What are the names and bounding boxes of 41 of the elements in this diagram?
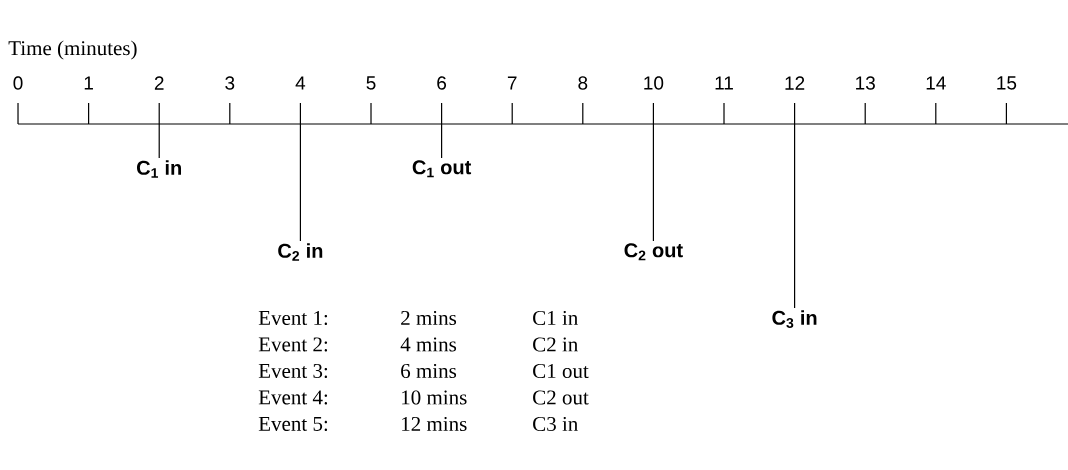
tick-label: 15: [997, 76, 1017, 90]
table-cell: 6 mins: [401, 363, 457, 379]
event-label: C$_{1}$ out: [412, 160, 472, 178]
tick-label: 10: [644, 76, 664, 90]
event-label: C$_{2}$ in: [278, 243, 323, 261]
table-cell: Event 5:: [258, 416, 328, 431]
table-cell: Event 1:: [258, 310, 328, 326]
table-cell: C3 in: [533, 416, 578, 432]
event-label: C$_{3}$ in: [772, 310, 817, 328]
leader-line: [794, 123, 796, 309]
axis-title: Time (minutes): [8, 40, 137, 60]
tick-label: 5: [366, 76, 376, 90]
tick-label: 12: [785, 76, 805, 90]
tick-label: 8: [578, 76, 588, 90]
leader-line: [652, 123, 654, 242]
table-cell: 4 mins: [400, 337, 457, 352]
tick-label: 0: [13, 76, 23, 90]
leader-line: [299, 123, 301, 242]
table-cell: Event 3:: [258, 363, 328, 379]
tick-label: 2: [154, 76, 164, 90]
tick-label: 11: [715, 76, 733, 90]
event-label: C$_{1}$ in: [137, 160, 181, 178]
tick-label: 7: [507, 76, 517, 90]
leader-line: [158, 123, 160, 159]
tick-label: 13: [856, 76, 875, 90]
tick-label: 1: [84, 76, 93, 90]
tick-label: 6: [437, 76, 447, 90]
table-cell: C1 out: [533, 363, 589, 379]
tick-label: 3: [225, 76, 235, 90]
table-cell: 2 mins: [401, 310, 457, 326]
leader-line: [441, 123, 443, 159]
tick-label: 14: [926, 76, 946, 90]
table-cell: C1 in: [533, 310, 578, 326]
table-cell: Event 2:: [258, 337, 328, 352]
table-cell: 10 mins: [402, 390, 467, 405]
table-cell: C2 in: [533, 337, 578, 352]
tick-label: 4: [295, 76, 306, 90]
event-label: C$_{2}$ out: [624, 243, 683, 261]
table-cell: Event 4:: [258, 390, 328, 405]
table-cell: 12 mins: [402, 416, 467, 432]
table-cell: C2 out: [533, 390, 589, 405]
